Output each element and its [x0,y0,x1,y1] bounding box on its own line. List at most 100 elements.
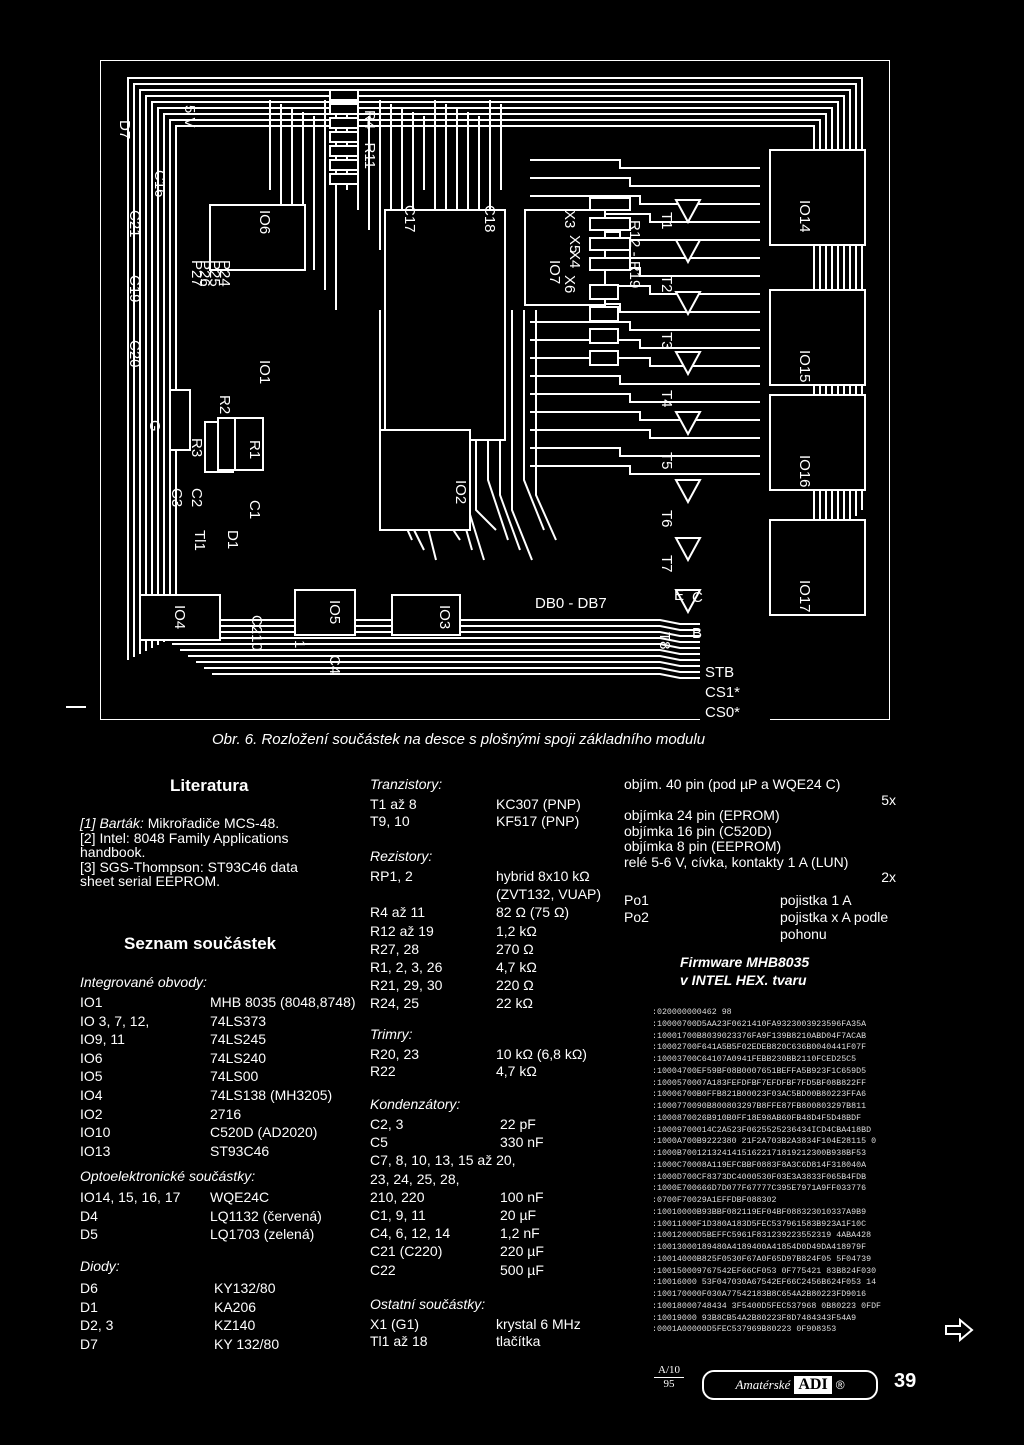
opto-row-ref: IO14, 15, 16, 17 [80,1189,181,1205]
hex-line: :10016000 53F047030A67542EF66C2456B624F0… [652,1278,877,1288]
hex-line: :10006700B0FFB821B00023F03AC5BD00B80223F… [652,1090,867,1100]
pcb-trace [212,673,700,679]
hex-line: :1000C70008A119EFCBBF0883F8A3C6D814F3180… [652,1160,867,1170]
trimmer-row-value: 4,7 kΩ [496,1063,537,1079]
capacitor-row-value: 100 nF [500,1188,544,1205]
capacitor-row-value: 20 µF [500,1206,537,1223]
trimmer-row-ref: R22 [370,1063,396,1079]
resistor-row-value: 1,2 kΩ [496,922,537,939]
pcb-label: C17 [401,205,418,233]
label-knockout [530,593,630,613]
pcb-label: CS1* [705,684,740,701]
pcb-label: DB0 - DB7 [535,595,607,612]
pcb-label: IO6 [256,210,273,234]
registered-icon: ® [835,1378,845,1392]
transistor-symbol [674,479,702,505]
trimmer-row: R20, 23 10 kΩ (6,8 kΩ) [370,1046,640,1063]
socket-row-text: relé 5-6 V, cívka, kontakty 1 A (LUN) [624,853,849,870]
trimry-heading: Trimry: [370,1026,413,1042]
pcb-label: G [146,420,163,432]
opto-heading: Optoelektronické součástky: [80,1168,256,1184]
hex-line: :1000B70012132414151622171819212300B938B… [652,1149,867,1158]
transistor-symbol [674,239,702,265]
resistor-array-cell [589,350,619,366]
transistor-row-ref: T1 až 8 [370,796,417,812]
opto-row-ref: D5 [80,1226,98,1243]
pcb-label: T6 [658,510,675,528]
pcb-label: C2 [188,488,205,507]
ic-row-ref: IO 3, 7, 12, [80,1012,150,1029]
hex-line: :10013000189480A4189400A41854D0D49DA4189… [652,1243,867,1252]
pcb-label: C3 [168,488,185,507]
ic-heading: Integrované obvody: [80,974,207,990]
literatura-item: [1] Barták: Mikrořadiče MCS-48. [80,815,280,831]
other-row-ref: X1 (G1) [370,1316,420,1332]
hex-line: :10018000748434 3F5400D5FEC537968 0B8022… [652,1301,882,1311]
socket-row: objímka 16 pin (C520D) [624,823,896,839]
resistor-row-ref: R21, 29, 30 [370,977,443,994]
capacitor-row-ref: C4, 6, 12, 14 [370,1225,451,1242]
pcb-label: 1 [291,640,308,648]
literatura-item: [2] Intel: 8048 Family Applications [80,829,289,846]
trimmer-row: R22 4,7 kΩ [370,1063,640,1080]
resistor-row-value: 220 Ω [496,977,534,994]
transistor-symbol [674,537,702,563]
resistor-row-value: 270 Ω [496,940,534,957]
fuse-row-ref: Po1 [624,892,649,908]
pcb-label: STB [705,664,734,681]
socket-row-text: objím. 40 pin (pod µP a WQE24 C) [624,776,841,792]
pcb-trace [530,447,760,457]
transistor-row-value: KC307 (PNP) [496,796,581,812]
edge-mark [66,706,86,708]
ic-row-ref: IO5 [80,1068,103,1085]
seznam-title: Seznam součástek [124,934,277,953]
ic-row-value: 2716 [210,1105,242,1122]
ic-row-ref: IO1 [80,994,103,1010]
pcb-label: IO5 [326,600,343,624]
trimmer-row-ref: R20, 23 [370,1046,420,1062]
ic-row-value: 74LS373 [210,1012,267,1029]
pcb-trace [530,177,760,187]
pcb-label: IO1 [256,360,273,384]
pcb-trace [530,411,760,421]
diode-row-ref: D7 [80,1335,98,1352]
socket-row: 2x [624,869,896,885]
trimmer-row-value: 10 kΩ (6,8 kΩ) [496,1046,587,1062]
tranzistory-heading: Tranzistory: [370,776,443,792]
pcb-label: IO2 [452,480,469,504]
resistor-row: (ZVT132, VUAP) [370,886,640,904]
fuse-row: pohonu [624,926,896,943]
transistor-row-value: KF517 (PNP) [496,813,580,829]
capacitor-row: 23, 24, 25, 28, [370,1171,640,1189]
hex-line: :10002700F641A5B5F02EDEB820C636B0040441F… [652,1043,867,1053]
resistor-array-cell [329,89,359,101]
literatura-list: [1] Barták: Mikrořadiče MCS-48. [2] Inte… [80,816,298,889]
io-chip [769,149,866,246]
ic-row-value: ST93C46 [210,1142,270,1159]
transistor-row: T1 až 8 KC307 (PNP) [370,796,640,813]
io-small-chip [169,389,191,451]
fuse-row-value: pojistka 1 A [780,892,852,908]
pcb-trace [530,321,760,331]
io-chip [769,519,866,616]
resistor-row-ref: R27, 28 [370,940,420,957]
pcb-label: P27 [188,260,205,287]
other-row-ref: Tl1 až 18 [370,1333,428,1349]
